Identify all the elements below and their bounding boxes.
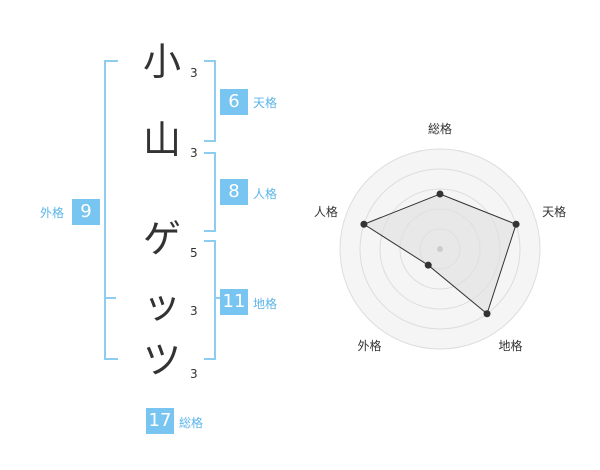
radar-ring — [339, 148, 541, 350]
radar-point-1 — [436, 190, 444, 198]
name-char-5: ツ — [142, 338, 181, 382]
radar-point-2 — [512, 220, 520, 228]
tenkaku-value: 6 — [220, 89, 248, 115]
name-char-2: 山 — [142, 118, 181, 162]
soukaku-value: 17 — [146, 408, 174, 434]
radar-axis-label-2: 天格 — [542, 204, 566, 219]
radar-axis-label-4: 外格 — [357, 338, 381, 353]
name-char-1: 小 — [142, 40, 181, 84]
chikaku-value: 11 — [220, 289, 248, 315]
jinkaku-value: 8 — [220, 179, 248, 205]
radar-axis-label-3: 地格 — [499, 338, 523, 353]
gaikaku-value: 9 — [72, 199, 100, 225]
chikaku-bracket — [204, 240, 216, 360]
name-char-4: ッ — [142, 283, 181, 327]
stroke-count-5: 3 — [190, 367, 198, 381]
tenkaku-bracket — [204, 60, 216, 142]
radar-axis-label-5: 人格 — [314, 204, 338, 219]
radar-axis-label-1: 総格 — [428, 121, 452, 136]
stroke-count-2: 3 — [190, 146, 198, 160]
radar-point-3 — [483, 310, 491, 318]
name-char-3: ゲ — [142, 217, 181, 261]
chikaku-bracket-connector — [214, 297, 220, 299]
stroke-count-1: 3 — [190, 66, 198, 80]
radar-center-dot — [437, 246, 443, 252]
gaikaku-bracket-divider — [104, 297, 116, 299]
radar-data-polygon — [362, 193, 517, 315]
jinkaku-bracket — [204, 152, 216, 232]
soukaku-label: 総格 — [179, 416, 204, 430]
chikaku-label: 地格 — [253, 297, 278, 311]
gaikaku-bracket — [104, 60, 118, 360]
tenkaku-label: 天格 — [253, 96, 278, 110]
stroke-count-4: 3 — [190, 304, 198, 318]
radar-ring — [359, 168, 521, 330]
gaikaku-label: 外格 — [40, 206, 65, 220]
radar-point-5 — [360, 220, 368, 228]
jinkaku-label: 人格 — [253, 187, 278, 201]
radar-point-4 — [424, 261, 432, 269]
stroke-count-3: 5 — [190, 246, 198, 260]
